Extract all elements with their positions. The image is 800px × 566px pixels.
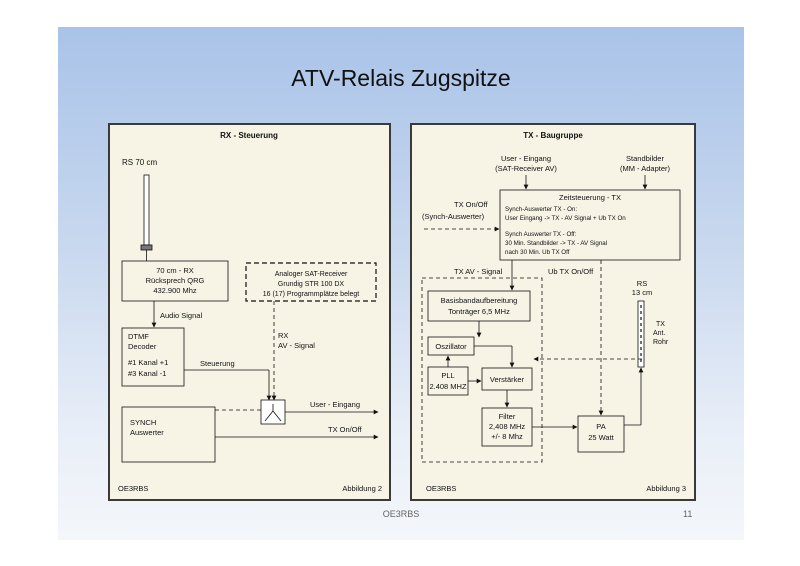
rx-user-input-label: User - Eingang (310, 400, 360, 409)
tx-module-area (421, 277, 543, 463)
tx-antenna-line1: TX (656, 321, 665, 328)
filter-line3: +/- 8 Mhz (491, 432, 523, 441)
rx-antenna-label: RS 70 cm (122, 158, 157, 167)
tx-av-signal-label: TX AV - Signal (454, 267, 503, 276)
rx-receiver-line3: 432.900 Mhz (153, 286, 197, 295)
slide-title: ATV-Relais Zugspitze (291, 65, 511, 91)
rx-av-label2: AV - Signal (278, 341, 315, 350)
timer-line5: nach 30 Min. Ub TX Off (505, 249, 570, 256)
baseband-line2: Tonträger 6,5 MHz (448, 307, 510, 316)
tx-figure-label: Abbildung 3 (646, 484, 686, 493)
sat-receiver-line3: 16 (17) Programmplätze belegt (263, 291, 360, 298)
synch-line1: SYNCH (130, 418, 156, 427)
oscillator-label: Oszillator (435, 342, 467, 351)
av-switch-icon (260, 399, 286, 425)
audio-signal-label: Audio Signal (160, 311, 202, 320)
tx-credit: OE3RBS (426, 484, 456, 493)
rx-antenna-icon (140, 174, 153, 261)
rx-receiver-line2: Rücksprech QRG (146, 276, 205, 285)
rx-av-label1: RX (278, 331, 288, 340)
tx-onoff-line2: (Synch-Auswerter) (422, 212, 485, 221)
pll-line2: 2.408 MHZ (429, 382, 467, 391)
pa-line2: 25 Watt (588, 433, 614, 442)
rx-tx-onoff-label: TX On/Off (328, 425, 363, 434)
timer-line2: User Eingang -> TX - AV Signal + Ub TX O… (505, 215, 626, 222)
rx-diagram-svg: RX - Steuerung RS 70 cm 70 cm - RX Rücks… (118, 131, 382, 493)
rs-line1: RS (637, 279, 647, 288)
dtmf-decoder-box (121, 327, 185, 387)
amplifier-label: Verstärker (490, 375, 525, 384)
tx-title: TX - Baugruppe (523, 131, 583, 140)
slide: ATV-Relais Zugspitze RX - Steuerung RS 7… (58, 27, 744, 540)
pll-line1: PLL (441, 371, 454, 380)
slide-footer: OE3RBS (382, 509, 420, 519)
tx-user-input-line1: User - Eingang (501, 154, 551, 163)
synch-box (121, 406, 216, 463)
synch-line2: Auswerter (130, 428, 164, 437)
tx-antenna-icon (637, 300, 645, 368)
tx-antenna-line3: Rohr (653, 339, 669, 346)
rx-receiver-box (121, 260, 229, 302)
rx-title: RX - Steuerung (220, 131, 278, 140)
rx-diagram: RX - Steuerung RS 70 cm 70 cm - RX Rücks… (108, 123, 391, 501)
dtmf-line4: #3 Kanal -1 (128, 369, 166, 378)
still-images-line1: Standbilder (626, 154, 664, 163)
dtmf-line2: Decoder (128, 342, 157, 351)
rx-receiver-line1: 70 cm - RX (156, 266, 194, 275)
timer-box (499, 189, 681, 261)
rx-figure-label: Abbildung 2 (342, 484, 382, 493)
ub-tx-onoff-label: Ub TX On/Off (548, 267, 594, 276)
tx-diagram: TX - Baugruppe User - Eingang (SAT-Recei… (410, 123, 696, 501)
sat-receiver-line2: Grundig STR 100 DX (278, 281, 344, 288)
tx-antenna-line2: Ant. (653, 330, 666, 337)
still-images-line2: (MM - Adapter) (620, 164, 671, 173)
timer-title: Zeitsteuerung - TX (559, 193, 621, 202)
tx-user-input-line2: (SAT-Receiver AV) (495, 164, 557, 173)
tx-onoff-line1: TX On/Off (454, 200, 489, 209)
dtmf-line3: #1 Kanal +1 (128, 358, 168, 367)
filter-line1: Filter (499, 412, 516, 421)
timer-line4: 30 Min. Standbilder -> TX - AV Signal (505, 240, 607, 247)
tx-diagram-svg: TX - Baugruppe User - Eingang (SAT-Recei… (421, 131, 686, 493)
timer-line1: Synch-Auswerter TX - On: (505, 206, 577, 213)
filter-box (481, 407, 533, 447)
sat-receiver-line1: Analoger SAT-Receiver (275, 271, 348, 278)
pa-line1: PA (596, 422, 605, 431)
pa-box (577, 415, 625, 453)
baseband-line1: Basisbandaufbereitung (441, 296, 518, 305)
filter-line2: 2,408 MHz (489, 422, 526, 431)
sat-receiver-box (245, 262, 377, 302)
timer-line3: Synch Auswerter TX - Off: (505, 231, 577, 238)
dtmf-line1: DTMF (128, 332, 149, 341)
page-number: 11 (683, 509, 693, 519)
rs-line2: 13 cm (632, 288, 652, 297)
rx-credit: OE3RBS (118, 484, 148, 493)
steuerung-label: Steuerung (200, 359, 235, 368)
